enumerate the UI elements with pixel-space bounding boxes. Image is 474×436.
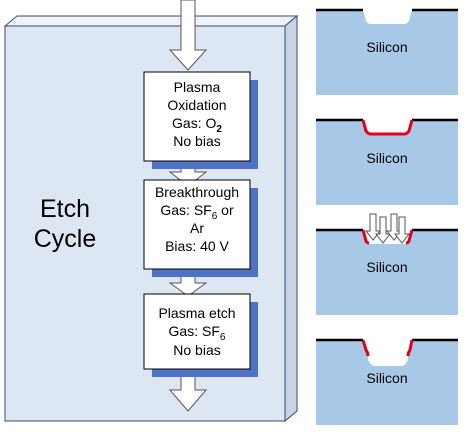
silicon-label: Silicon: [366, 370, 407, 386]
flow-arrow-in: [168, 0, 208, 71]
silicon-body: [316, 10, 458, 95]
gas-subscript: 6: [220, 332, 226, 343]
oxide-sidewall-left: [361, 339, 370, 357]
step-line: No bias: [173, 342, 220, 358]
gas-subscript: 2: [216, 124, 222, 135]
cycle-title-line-1: Etch: [40, 195, 90, 223]
step-line: Ar: [190, 220, 204, 236]
panel-top-face: [3, 15, 299, 27]
silicon-label: Silicon: [366, 259, 407, 275]
step-line: Breakthrough: [155, 184, 239, 200]
step-breakthrough: Breakthrough Gas: SF6 or Ar Bias: 40 V: [143, 179, 258, 277]
wafer-cross-section-2: Silicon: [316, 118, 458, 205]
gas-label: Gas: O: [172, 115, 216, 131]
step-line: Plasma: [174, 79, 221, 95]
ion-arrow-icon: [374, 216, 392, 244]
step-line: Oxidation: [167, 97, 226, 113]
step-plasma-etch: Plasma etch Gas: SF6 No bias: [143, 293, 258, 377]
gas-label: Gas: SF: [160, 202, 211, 218]
step-gas-line: Gas: O2: [172, 115, 222, 135]
silicon-body: [316, 120, 458, 205]
step-gas-line: Gas: SF6: [169, 323, 226, 343]
step-plasma-oxidation: Plasma Oxidation Gas: O2 No bias: [143, 71, 258, 169]
oxide-sidewall-right: [406, 339, 414, 357]
step-box: [143, 179, 251, 270]
silicon-body: [316, 340, 458, 425]
wafer-cross-section-4: Silicon: [316, 338, 458, 425]
wafer-cross-section-1: Silicon: [316, 8, 458, 95]
cycle-title-line-2: Cycle: [34, 225, 97, 253]
gas-label: Gas: SF: [169, 323, 220, 339]
oxide-sidewall-right: [405, 229, 414, 245]
step-line: No bias: [173, 133, 220, 149]
silicon-body: [316, 230, 458, 315]
oxide-sidewall-left: [361, 229, 370, 245]
silicon-label: Silicon: [366, 39, 407, 55]
ion-arrow-icon: [393, 216, 411, 244]
step-line: Bias: 40 V: [165, 238, 229, 254]
wafer-cross-section-3: Silicon: [316, 213, 458, 315]
step-box: [143, 293, 251, 370]
step-line: Plasma etch: [158, 305, 235, 321]
gas-tail: or: [217, 202, 234, 218]
oxide-layer: [361, 119, 414, 136]
silicon-label: Silicon: [366, 150, 407, 166]
step-box: [143, 71, 251, 162]
cycle-title: Etch Cycle: [34, 195, 97, 253]
step-gas-line: Gas: SF6 or: [160, 202, 234, 222]
gas-subscript: 6: [212, 211, 218, 222]
panel-side-face: [284, 14, 298, 423]
